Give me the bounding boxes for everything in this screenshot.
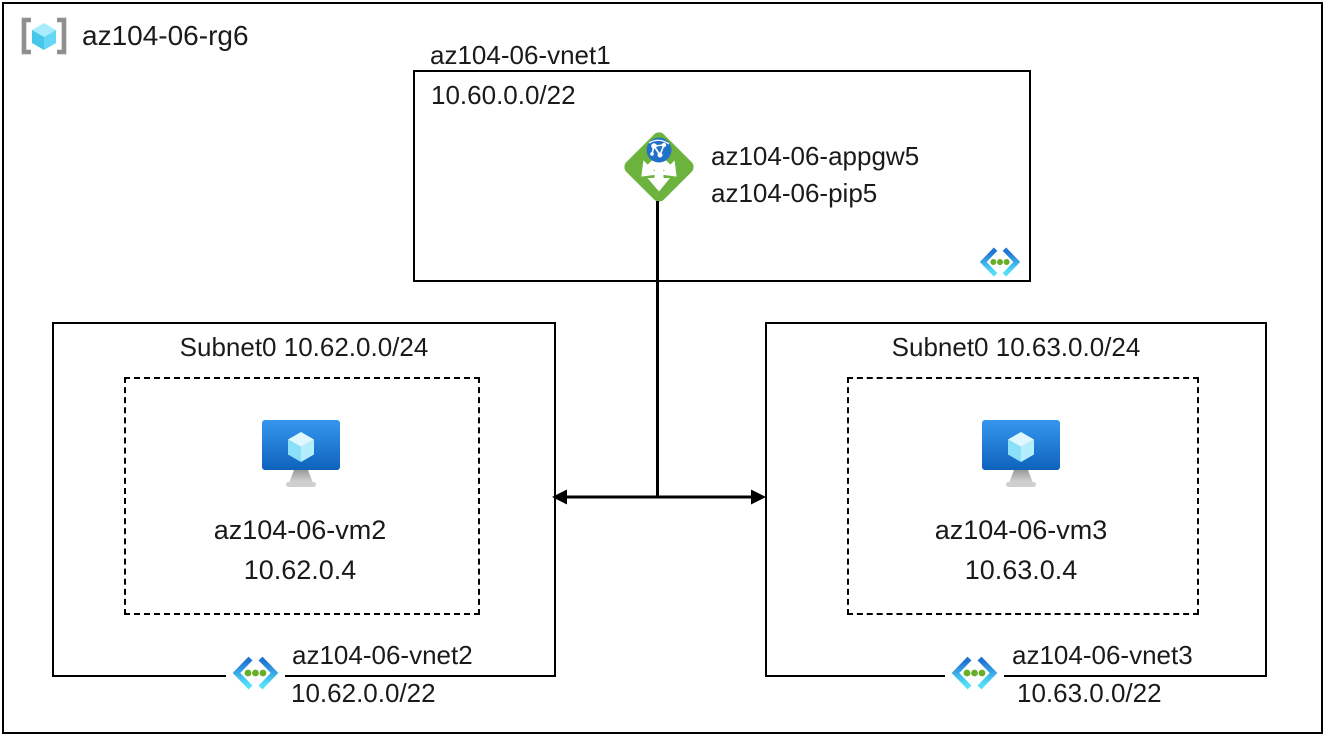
vm2-name-label: az104-06-vm2 (213, 515, 387, 545)
virtual-network-icon (945, 654, 1004, 692)
vm2-ip-label: 10.62.0.4 (243, 555, 357, 585)
resource-group-label: az104-06-rg6 (82, 20, 249, 51)
vm3-ip-label: 10.63.0.4 (964, 555, 1078, 585)
subnet0-right-dashed-boundary (847, 377, 1199, 615)
vnet3-boundary: Subnet0 10.63.0.0/24 az104-06-vm3 10.63.… (765, 322, 1267, 708)
vnet3-cidr-label: 10.63.0.0/22 (1017, 678, 1162, 708)
vnet1-boundary: 10.60.0.0/22 az104-06-appgw5 az104-06-pi… (413, 70, 1031, 282)
vm2-labels: az104-06-vm2 10.62.0.4 (124, 510, 476, 590)
resource-group-icon (20, 16, 68, 56)
appgw-name-label: az104-06-appgw5 (711, 141, 920, 171)
subnet0-left-dashed-boundary (124, 377, 480, 615)
resource-group-header: az104-06-rg6 (20, 16, 249, 56)
virtual-network-icon (977, 245, 1023, 279)
vnet2-name-label: az104-06-vnet2 (292, 640, 473, 670)
vnet1-name-label: az104-06-vnet1 (430, 40, 611, 70)
vnet3-name-label: az104-06-vnet3 (1012, 640, 1193, 670)
peering-arrow-connector (552, 489, 766, 505)
vm3-name-label: az104-06-vm3 (934, 515, 1108, 545)
application-gateway-icon (619, 127, 699, 207)
subnet0-right-label: Subnet0 10.63.0.0/24 (891, 332, 1141, 362)
subnet0-left-label: Subnet0 10.62.0.0/24 (179, 332, 429, 362)
virtual-network-icon (226, 654, 285, 692)
vnet2-boundary: Subnet0 10.62.0.0/24 az104-06-vm2 10.62.… (52, 322, 556, 708)
application-gateway-labels: az104-06-appgw5 az104-06-pip5 (711, 138, 919, 212)
pip-name-label: az104-06-pip5 (711, 178, 878, 208)
virtual-machine-icon (262, 420, 340, 488)
vnet1-cidr-label: 10.60.0.0/22 (431, 80, 576, 110)
vm3-labels: az104-06-vm3 10.63.0.4 (847, 510, 1195, 590)
appgw-connector-line (656, 201, 659, 498)
virtual-machine-icon (982, 420, 1060, 488)
vnet2-cidr-label: 10.62.0.0/22 (291, 678, 436, 708)
